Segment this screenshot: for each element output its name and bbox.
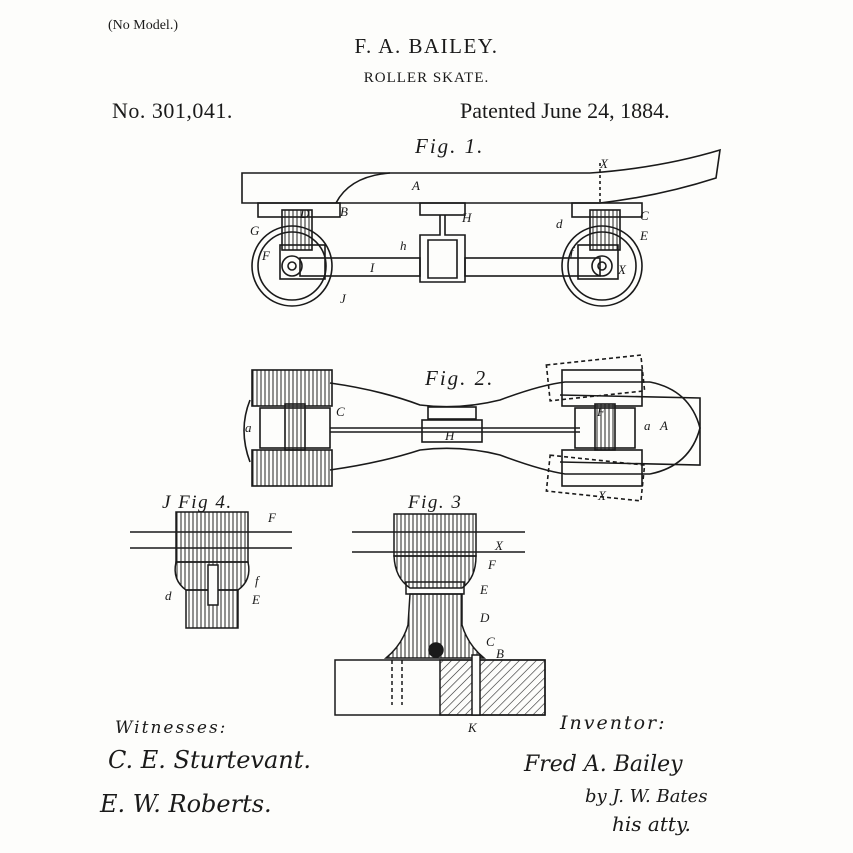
attorney-line: by J. W. Bates (585, 786, 708, 807)
fig1-ref-h-upper: H (461, 210, 472, 225)
fig4-ref-f-small: f (255, 573, 261, 588)
witnesses-label: Witnesses: (115, 718, 228, 738)
figure-2-label: Fig. 2. (424, 366, 494, 390)
figure-1-label: Fig. 1. (414, 134, 484, 158)
inventor-name: F. A. BAILEY. (354, 34, 499, 58)
model-note: (No Model.) (108, 18, 178, 33)
attorney-role: his atty. (612, 812, 691, 836)
figure-1: Fig. 1. (241, 134, 721, 307)
fig1-ref-d: D (299, 206, 310, 221)
fig4-ref-e: E (251, 592, 260, 607)
fig2-ref-a-left: a (245, 420, 252, 435)
fig4-ref-d: d (165, 588, 172, 603)
fig2-ref-f: F (596, 404, 606, 419)
patent-subject: ROLLER SKATE. (363, 70, 490, 86)
fig1-ref-e: E (639, 228, 648, 243)
figure-2: Fig. 2. C a (243, 354, 701, 503)
fig1-ref-b: B (340, 204, 348, 219)
fig1-ref-h-lower: h (400, 238, 407, 253)
fig1-ref-a: A (411, 178, 420, 193)
fig1-ref-j: J (340, 291, 347, 306)
patent-number: No. 301,041. (112, 98, 233, 123)
figure-3: Fig. 3 X F E D C B K (334, 492, 546, 735)
fig1-ref-f-small: f (570, 244, 576, 259)
fig3-ref-b: B (496, 646, 504, 661)
fig1-ref-d-small: d (556, 216, 563, 231)
fig2-ref-a-cap: A (659, 418, 668, 433)
fig1-ref-x-top: X (599, 156, 609, 171)
fig4-ref-f: F (267, 510, 277, 525)
fig1-ref-g: G (250, 223, 260, 238)
fig2-ref-a-right: a (644, 418, 651, 433)
fig1-ref-i: I (369, 260, 375, 275)
witness-signature-2: E. W. Roberts. (100, 790, 272, 818)
patent-date: Patented June 24, 1884. (460, 98, 670, 123)
fig3-ref-c: C (486, 634, 495, 649)
fig1-ref-c: C (640, 208, 649, 223)
fig1-ref-f: F (261, 248, 271, 263)
witness-signature-1: C. E. Sturtevant. (108, 746, 312, 774)
fig3-ref-x: X (494, 538, 504, 553)
fig2-ref-c: C (336, 404, 345, 419)
fig3-ref-e: E (479, 582, 488, 597)
fig1-ref-x: X (617, 262, 627, 277)
figure-3-label: Fig. 3 (407, 492, 462, 513)
fig3-ref-d: D (479, 610, 490, 625)
fig3-ref-k: K (467, 720, 478, 735)
inventor-signature: Fred A. Bailey (524, 752, 683, 777)
fig3-ref-f: F (487, 557, 497, 572)
inventor-label: Inventor: (560, 712, 667, 734)
figure-4: J Fig 4. F f d E (130, 492, 292, 629)
fig2-ref-x: X (597, 488, 607, 503)
fig2-ref-h: H (444, 428, 455, 443)
figure-4-label: J Fig 4. (162, 492, 233, 513)
